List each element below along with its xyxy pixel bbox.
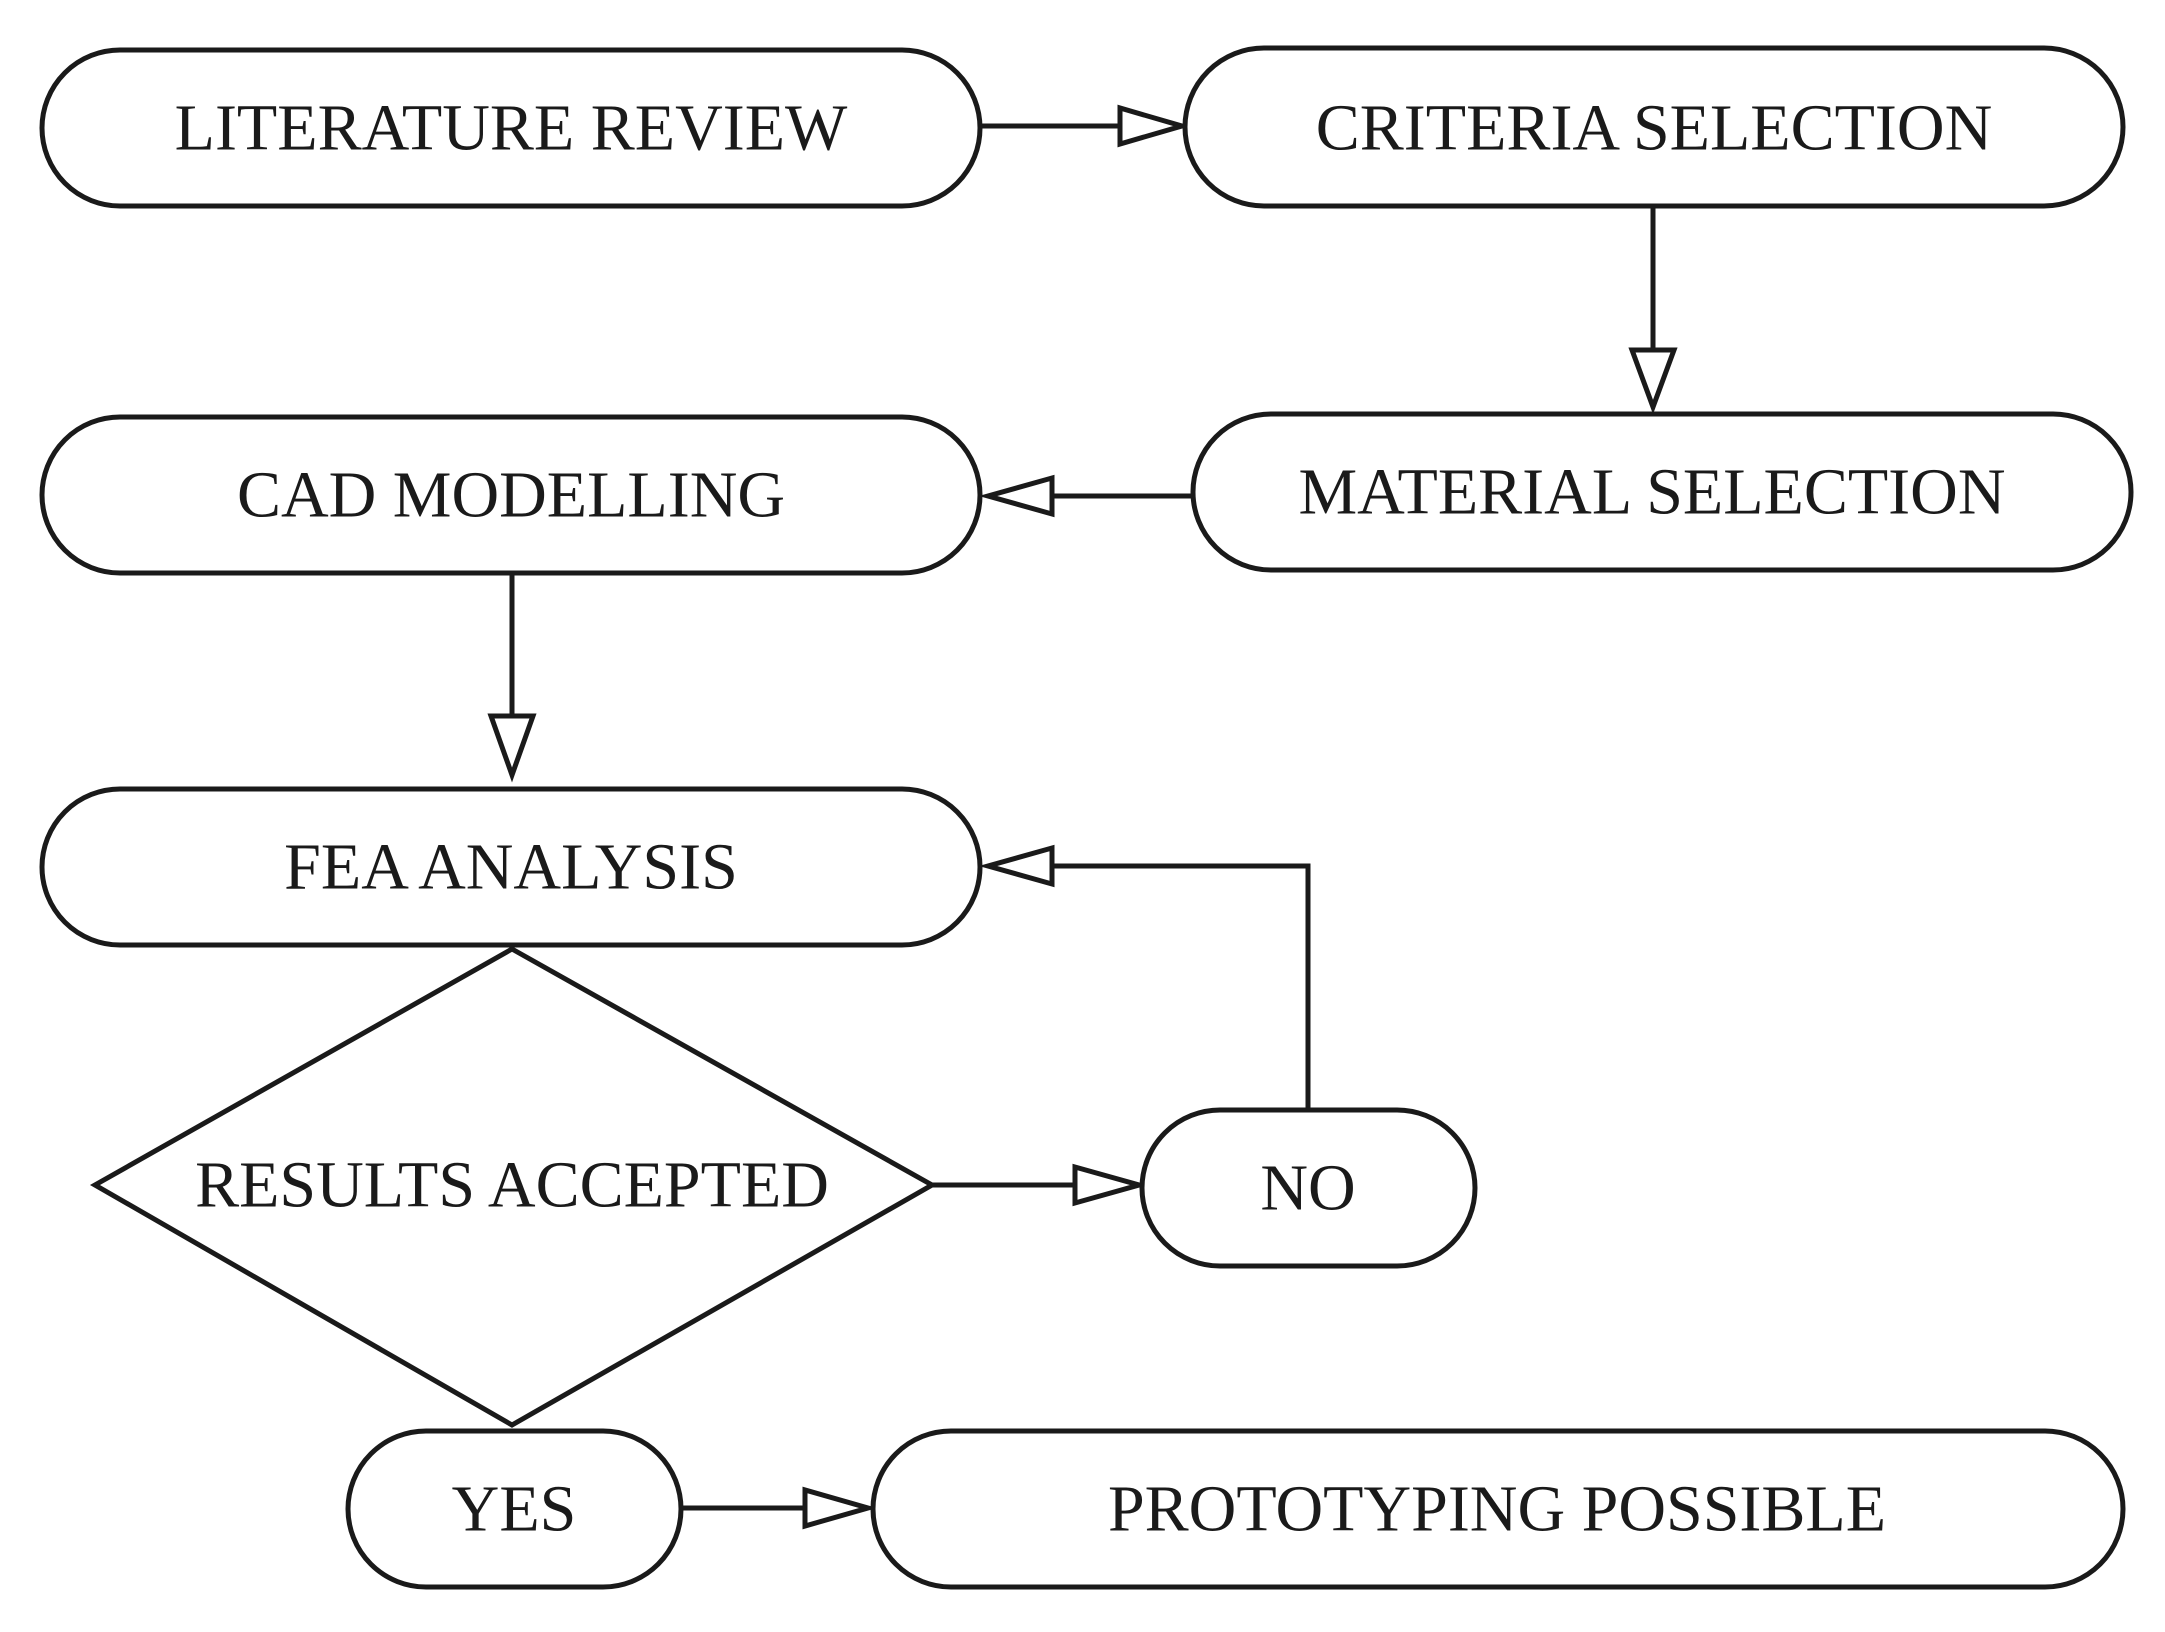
- node-label-criteria-selection: CRITERIA SELECTION: [1316, 92, 1992, 165]
- node-label-literature-review: LITERATURE REVIEW: [175, 92, 848, 165]
- node-criteria-selection: CRITERIA SELECTION: [1182, 45, 2126, 209]
- edge-yes-to-prototyping: [681, 1486, 878, 1530]
- node-label-yes: YES: [452, 1473, 577, 1546]
- decision-results-accepted: RESULTS ACCEPTED: [89, 946, 938, 1428]
- node-label-material-selection: MATERIAL SELECTION: [1299, 456, 2006, 529]
- edge-material-to-cad: [978, 474, 1192, 518]
- arrowhead-left-icon: [978, 844, 1055, 888]
- arrowhead-left-icon: [978, 474, 1055, 518]
- edge-cad-to-fea: [487, 574, 537, 783]
- edges: [487, 104, 1678, 1530]
- node-label-no: NO: [1260, 1152, 1355, 1225]
- arrowhead-down-icon: [1628, 347, 1678, 415]
- edge-results-to-no: [930, 1163, 1149, 1207]
- node-label-prototyping-possible: PROTOTYPING POSSIBLE: [1108, 1473, 1886, 1546]
- arrowhead-right-icon: [802, 1486, 878, 1530]
- node-yes: YES: [345, 1428, 684, 1590]
- node-no: NO: [1139, 1107, 1478, 1269]
- node-fea-analysis: FEA ANALYSIS: [39, 786, 983, 948]
- node-cad-modelling: CAD MODELLING: [39, 414, 983, 576]
- edge-criteria-to-material: [1628, 207, 1678, 415]
- edge-no-to-fea: [978, 844, 1311, 1108]
- decision-label-results-accepted: RESULTS ACCEPTED: [195, 1149, 829, 1222]
- node-material-selection: MATERIAL SELECTION: [1190, 411, 2134, 573]
- nodes: LITERATURE REVIEW CRITERIA SELECTION MAT…: [39, 45, 2134, 1590]
- arrowhead-down-icon: [487, 713, 537, 783]
- node-label-cad-modelling: CAD MODELLING: [237, 459, 785, 532]
- node-prototyping-possible: PROTOTYPING POSSIBLE: [870, 1428, 2126, 1590]
- arrowhead-right-icon: [1117, 104, 1191, 148]
- edge-literature-to-criteria: [980, 104, 1191, 148]
- node-label-fea-analysis: FEA ANALYSIS: [284, 831, 738, 904]
- node-literature-review: LITERATURE REVIEW: [39, 47, 983, 209]
- arrowhead-right-icon: [1072, 1163, 1149, 1207]
